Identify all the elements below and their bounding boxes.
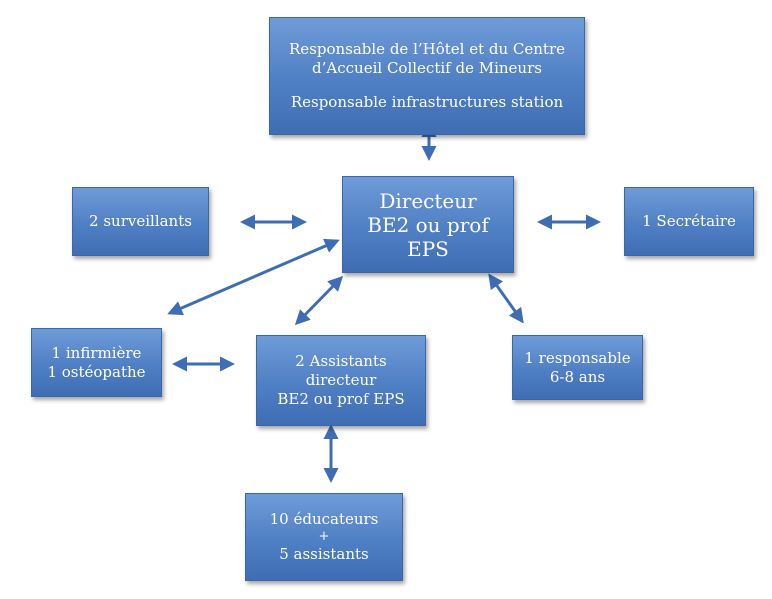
box-responsable-hotel-line3: Responsable infrastructures station: [290, 92, 564, 111]
box-responsable-line1: 1 responsable: [524, 348, 631, 367]
box-educateurs-line2: +: [318, 528, 330, 544]
box-directeur-line3: EPS: [407, 236, 449, 261]
box-directeur-line1: Directeur: [379, 188, 477, 213]
box-educateurs: 10 éducateurs + 5 assistants: [245, 493, 403, 581]
box-infirmiere-line1: 1 infirmière: [51, 343, 142, 362]
box-infirmiere-line2: 1 ostéopathe: [47, 362, 146, 381]
box-responsable-hotel: Responsable de l’Hôtel et du Centre d’Ac…: [269, 17, 585, 135]
box-educateurs-line1: 10 éducateurs: [269, 510, 379, 529]
arrow-infirmiere-directeur: [167, 238, 340, 316]
arrow-assistants-directeur: [294, 275, 344, 326]
box-responsable-6-8: 1 responsable 6-8 ans: [512, 335, 643, 400]
arrow-directeur-responsable: [488, 273, 524, 324]
box-responsable-line2: 6-8 ans: [549, 367, 606, 386]
box-assistants-directeur: 2 Assistants directeur BE2 ou prof EPS: [256, 335, 426, 426]
box-surveillants: 2 surveillants: [72, 187, 209, 256]
box-surveillants-line1: 2 surveillants: [89, 212, 192, 231]
box-directeur: Directeur BE2 ou prof EPS: [342, 176, 514, 273]
box-educateurs-line3: 5 assistants: [279, 545, 369, 564]
box-assistants-line1: 2 Assistants: [295, 352, 387, 371]
box-directeur-line2: BE2 ou prof: [367, 212, 489, 237]
box-secretaire: 1 Secrétaire: [624, 187, 754, 256]
box-assistants-line2: directeur: [305, 371, 377, 390]
box-responsable-hotel-line2: d’Accueil Collectif de Mineurs: [312, 59, 542, 78]
box-secretaire-line1: 1 Secrétaire: [642, 212, 736, 231]
box-responsable-hotel-line1: Responsable de l’Hôtel et du Centre: [288, 40, 566, 59]
box-infirmiere: 1 infirmière 1 ostéopathe: [31, 328, 162, 397]
box-assistants-line3: BE2 ou prof EPS: [277, 389, 405, 408]
